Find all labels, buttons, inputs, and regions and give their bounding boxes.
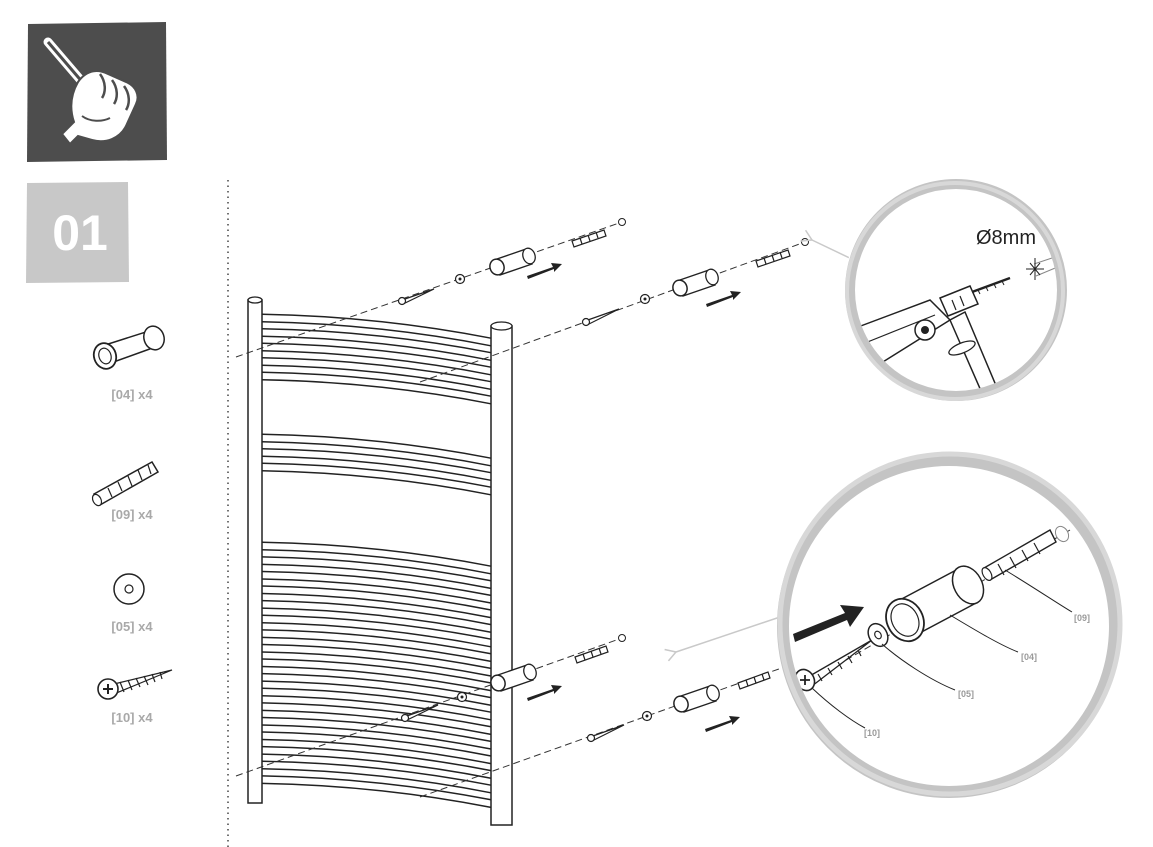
left-upright xyxy=(247,299,263,804)
drill-diameter-label: Ø8mm xyxy=(976,227,1036,249)
right-upright xyxy=(490,325,513,826)
callout-10: [10] xyxy=(864,728,880,738)
part-label-10: [10] x4 xyxy=(111,710,153,725)
radiator-rail-inner xyxy=(259,703,494,734)
radiator-rail-inner xyxy=(259,645,494,676)
radiator-rail-inner xyxy=(259,344,494,374)
callout-04: [04] xyxy=(1021,652,1037,662)
drill-detail: Ø8mm xyxy=(844,178,1068,402)
step-badge: 01 xyxy=(26,182,129,283)
radiator-rail-inner xyxy=(259,732,494,763)
fixing-set-bottom-left xyxy=(400,634,626,723)
radiator-rail-inner xyxy=(259,329,494,360)
fixing-set-top-right xyxy=(581,238,809,327)
radiator-rail-inner xyxy=(259,747,494,778)
radiator-rail-inner xyxy=(259,435,494,465)
radiator-rail-inner xyxy=(259,659,494,690)
fixing-set-bottom-right xyxy=(586,671,771,743)
radiator-rail-inner xyxy=(259,616,494,646)
part-label-09: [09] x4 xyxy=(111,507,153,522)
radiator-rail-inner xyxy=(259,718,494,749)
radiator-rail-inner xyxy=(259,464,494,494)
assembly-detail: [09] [04] [05] [10] xyxy=(777,451,1123,798)
radiator-rail-inner xyxy=(259,776,494,807)
radiator-rail-inner xyxy=(259,543,494,573)
radiator-rail-inner xyxy=(259,630,494,661)
washer-icon xyxy=(113,573,145,605)
radiator-rail-inner xyxy=(259,601,494,632)
radiator-rail-inner xyxy=(259,557,494,588)
radiator-rail-inner xyxy=(259,315,494,345)
parts-list: [04] x4 [09] x4 [05] x4 [10] x4 xyxy=(91,325,173,725)
part-label-05: [05] x4 xyxy=(111,619,153,634)
screwdriver-in-hand-icon xyxy=(43,37,139,146)
pointer-to-assembly-detail xyxy=(664,616,781,662)
step-number: 01 xyxy=(52,205,108,261)
wall-plug-icon xyxy=(91,460,160,507)
radiator-rail-inner xyxy=(259,586,494,617)
part-label-04: [04] x4 xyxy=(111,387,153,402)
spacer-sleeve-icon xyxy=(92,325,165,370)
radiator-rail-inner xyxy=(259,572,494,603)
callout-09: [09] xyxy=(1074,613,1090,623)
radiator-rail-inner xyxy=(259,449,494,480)
radiator-rail-inner xyxy=(259,689,494,719)
radiator-rail-inner xyxy=(259,762,494,792)
fixing-set-top-left xyxy=(397,218,626,306)
callout-05: [05] xyxy=(958,689,974,699)
screw-icon xyxy=(97,669,173,700)
tool-badge xyxy=(27,22,167,162)
radiator-rail-inner xyxy=(259,358,494,389)
radiator-rail-inner xyxy=(259,373,494,403)
towel-radiator xyxy=(247,296,513,826)
radiator-rails xyxy=(257,313,496,809)
